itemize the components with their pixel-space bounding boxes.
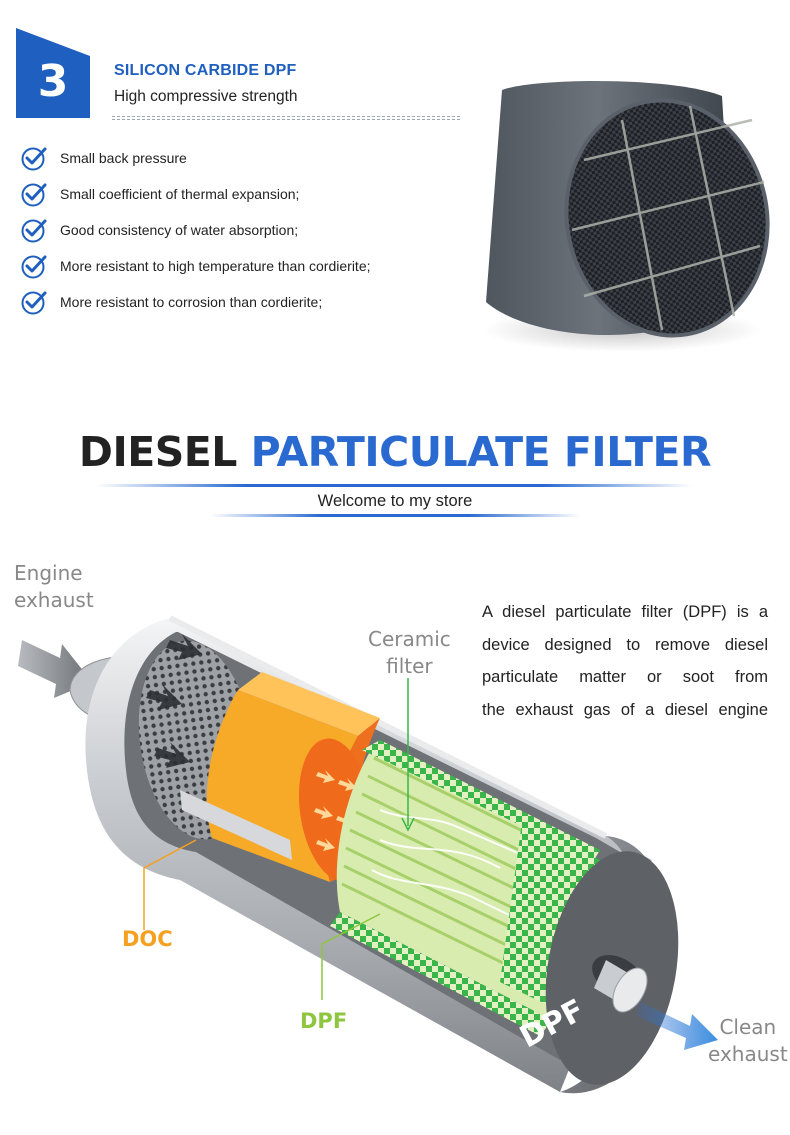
ceramic-filter-line-2: filter: [386, 654, 433, 678]
section-number-badge: 3: [16, 28, 90, 118]
feature-text: Good consistency of water absorption;: [60, 222, 299, 238]
feature-item: Good consistency of water absorption;: [20, 212, 371, 248]
feature-list: Small back pressure Small coefficient of…: [20, 140, 371, 320]
check-circle-icon: [20, 252, 48, 280]
page-headline: DIESEL PARTICULATE FILTER: [0, 428, 790, 476]
clean-exhaust-line-1: Clean: [719, 1015, 777, 1039]
engine-exhaust-label: Engine exhaust: [14, 560, 94, 614]
ceramic-filter-label: Ceramic filter: [368, 626, 451, 680]
section-subtitle: High compressive strength: [114, 88, 298, 105]
dpf-cutaway-diagram: DPF: [0, 540, 790, 1130]
clean-exhaust-label: Clean exhaust: [708, 1014, 788, 1068]
feature-text: Small coefficient of thermal expansion;: [60, 186, 300, 202]
description-line: device designed to remove diesel: [482, 635, 768, 654]
feature-text: Small back pressure: [60, 150, 187, 166]
headline-underline: [96, 484, 692, 487]
welcome-underline: [210, 514, 580, 517]
feature-item: Small coefficient of thermal expansion;: [20, 176, 371, 212]
welcome-text: Welcome to my store: [317, 492, 473, 510]
feature-item: More resistant to corrosion than cordier…: [20, 284, 371, 320]
feature-text: More resistant to high temperature than …: [60, 258, 371, 274]
section-title: SILICON CARBIDE DPF: [114, 62, 297, 79]
feature-item: Small back pressure: [20, 140, 371, 176]
dpf-label: DPF: [300, 1009, 348, 1033]
divider: [112, 119, 460, 120]
clean-exhaust-line-2: exhaust: [708, 1042, 788, 1066]
divider: [112, 116, 460, 117]
check-circle-icon: [20, 288, 48, 316]
ceramic-filter-line-1: Ceramic: [368, 627, 451, 651]
description-line: particulate matter or soot from: [482, 668, 768, 686]
engine-exhaust-line-1: Engine: [14, 561, 83, 585]
sic-filter-image: [472, 60, 772, 360]
description-line: A diesel particulate filter (DPF) is a: [482, 603, 768, 621]
feature-item: More resistant to high temperature than …: [20, 248, 371, 284]
feature-text: More resistant to corrosion than cordier…: [60, 294, 323, 310]
check-circle-icon: [20, 216, 48, 244]
headline-part-2: PARTICULATE FILTER: [250, 428, 712, 476]
check-circle-icon: [20, 180, 48, 208]
check-circle-icon: [20, 144, 48, 172]
engine-exhaust-line-2: exhaust: [14, 588, 94, 612]
headline-part-1: DIESEL: [78, 428, 237, 476]
badge-number: 3: [37, 56, 69, 107]
doc-label: DOC: [122, 927, 173, 951]
description-line: the exhaust gas of a diesel engine: [482, 700, 768, 719]
dpf-description: A diesel particulate filter (DPF) is a d…: [482, 596, 768, 726]
